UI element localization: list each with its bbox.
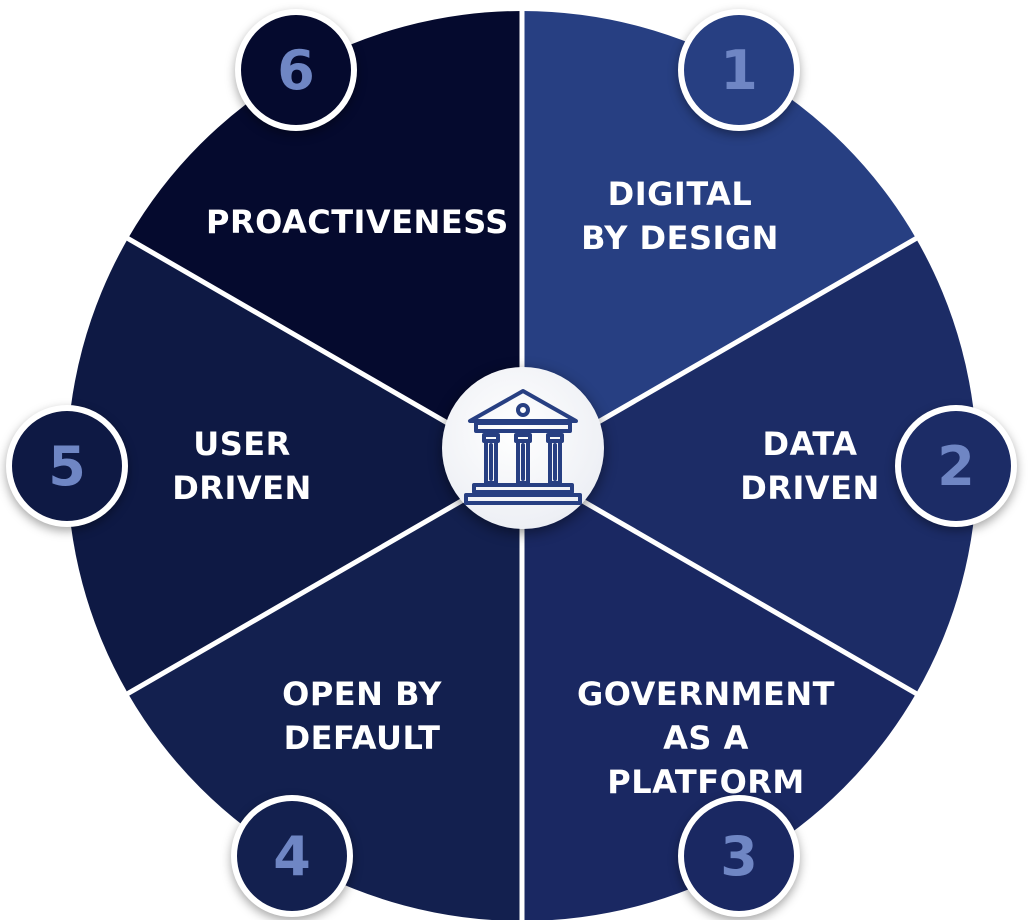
wheel-segment-proactiveness	[127, 11, 523, 466]
wheel-segment-digital-by-design	[522, 11, 917, 466]
number-badge-3: 3	[678, 795, 800, 917]
segment-label-digital-by-design: DIGITAL BY DESIGN	[540, 172, 820, 260]
segment-divider	[124, 463, 524, 697]
segment-label-line: USER	[193, 425, 291, 463]
government-building-icon	[464, 389, 582, 505]
segment-label-user-driven: USER DRIVEN	[102, 422, 382, 510]
segment-label-line: AS A PLATFORM	[607, 719, 805, 801]
segment-label-proactiveness: PROACTIVENESS	[206, 200, 509, 244]
segment-label-open-by-default: OPEN BY DEFAULT	[222, 672, 502, 760]
number-badge-1: 1	[678, 9, 800, 131]
segment-label-line: DIGITAL	[607, 175, 753, 213]
number-badge-4: 4	[231, 795, 353, 917]
segment-label-line: DRIVEN	[740, 469, 880, 507]
center-hub	[442, 367, 604, 529]
wheel-segment-data-driven	[522, 238, 978, 694]
segment-label-line: BY DESIGN	[581, 219, 779, 257]
segment-label-line: DEFAULT	[283, 719, 441, 757]
number-badge-2: 2	[895, 405, 1017, 527]
segment-label-line: PROACTIVENESS	[206, 203, 509, 241]
segment-label-line: DATA	[762, 425, 858, 463]
segment-label-data-driven: DATA DRIVEN	[670, 422, 950, 510]
wheel-segment-user-driven	[67, 238, 523, 694]
number-badge-6: 6	[235, 9, 357, 131]
wheel-segment-government-as-a-platform	[522, 466, 917, 920]
segment-label-government-as-a-platform: GOVERNMENT AS A PLATFORM	[566, 672, 846, 804]
segment-label-line: DRIVEN	[172, 469, 312, 507]
wheel-segment-open-by-default	[127, 466, 522, 920]
segment-divider	[520, 463, 920, 697]
segment-label-line: OPEN BY	[282, 675, 442, 713]
segment-label-line: GOVERNMENT	[577, 675, 835, 713]
number-badge-5: 5	[6, 405, 128, 527]
